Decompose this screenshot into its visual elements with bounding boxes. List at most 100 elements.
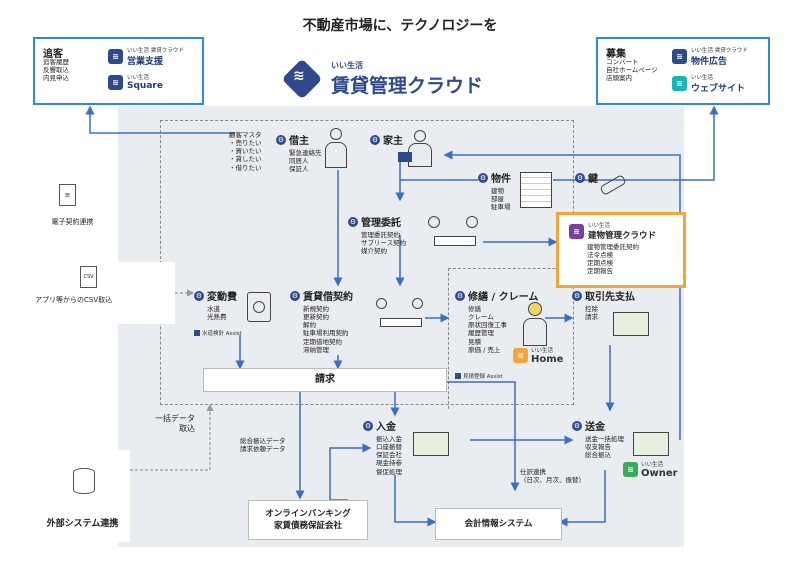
left-panel-heading: 追客: [43, 49, 63, 60]
journal-note: 仕訳連携 （日次、月次、振替）: [520, 468, 585, 485]
varfee-gear-icon: ⚙: [194, 290, 204, 301]
square-name: Square: [127, 81, 163, 91]
database-icon: [73, 468, 95, 494]
brand-sub: いい生活: [331, 61, 363, 70]
home-logo-icon: ≋: [513, 348, 528, 363]
square-logo-icon: ≋: [108, 74, 123, 90]
bukken-name: 物件広告: [691, 57, 728, 67]
money-icon-supplier: [613, 312, 649, 336]
square-sub: いい生活: [127, 75, 150, 81]
node-repair: ⚙修繕 / クレーム 修繕 クレーム 原状回復工事 履歴管理 見積 原価 / 売…: [455, 288, 538, 354]
bldg-sub: いい生活: [588, 223, 611, 229]
meeting-icon: [428, 212, 480, 252]
bldg-logo-icon: ≋: [569, 223, 584, 239]
owner-gear-icon: ⚙: [370, 134, 380, 145]
brand-icon-glyph: ≋: [293, 68, 305, 84]
right-panel: 募集 コンバート 自社ホームページ 店頭案内 ≋ いい生活 賃貸クラウド 物件広…: [596, 37, 770, 105]
bldg-cloud-box: ≋ いい生活 建物管理クラウド 建物管理委託契約 法令点検 定期点検 定期報告: [556, 212, 686, 288]
service-bukken: ≋ いい生活 賃貸クラウド 物件広告: [672, 46, 748, 67]
bldg-items: 建物管理委託契約 法令点検 定期点検 定期報告: [587, 243, 639, 276]
website-sub: いい生活: [691, 75, 714, 81]
supplier-label: 取引先支払: [585, 292, 635, 303]
home-sub: いい生活: [531, 348, 554, 354]
meter-icon: [247, 292, 271, 322]
service-eigyo: ≋ いい生活 賃貸クラウド 営業支援: [108, 46, 184, 67]
node-owner: ⚙家主: [370, 132, 403, 147]
accounting-label: 会計情報システム: [464, 519, 533, 529]
arrow-to-tsuikyaku: [85, 105, 235, 134]
repair-label: 修繕 / クレーム: [468, 292, 539, 303]
econtract-label: 電子契約連携: [51, 218, 94, 226]
building-icon: [520, 172, 552, 208]
right-panel-heading: 募集: [606, 49, 626, 60]
varfee-label: 変動費: [207, 292, 237, 303]
owner-app-logo-icon: ≋: [623, 462, 638, 477]
node-supplier: ⚙取引先支払 控除 請求: [572, 288, 635, 321]
remit-gear-icon: ⚙: [572, 420, 582, 431]
mgmt-items: 管理委託契約 サブリース契約 媒介契約: [361, 231, 407, 256]
arrow-bill-accounting: [445, 381, 520, 492]
page-title: 不動産市場に、テクノロジーを: [302, 18, 498, 34]
csv-file-icon: CSV: [80, 266, 97, 288]
node-remit: ⚙送金 送金一括処理 収支報告 総合振込: [572, 418, 624, 459]
node-deposit: ⚙入金 振込入金 口座振替 保証会社 現金持参 督促処理: [363, 418, 402, 476]
left-panel: 追客 追客履歴 反響取込 内見申込 ≋ いい生活 賃貸クラウド 営業支援 ≋ い…: [33, 37, 204, 105]
brand-logo: ≋ いい生活 賃貸管理クラウド: [281, 56, 515, 102]
eigyo-sub: いい生活 賃貸クラウド: [127, 48, 184, 54]
supplier-gear-icon: ⚙: [572, 290, 582, 301]
key-gear-icon: ⚙: [575, 172, 585, 183]
econtract-box: ≡ 電子契約連携: [35, 178, 110, 238]
document-icon: ≡: [59, 184, 76, 206]
banking-label: オンラインバンキング 家賃債務保証会社: [265, 509, 351, 531]
csv-box: CSV アプリ等からのCSV取込: [35, 262, 175, 324]
repair-items: 修繕 クレーム 原状回復工事 履歴管理 見積 原価 / 売上: [468, 305, 507, 354]
accounting-box: 会計情報システム: [435, 508, 562, 540]
billing-label: 請求: [315, 374, 335, 385]
owner-app-label: Owner: [641, 468, 678, 479]
money-icon-remit: [633, 432, 669, 456]
website-logo-icon: ≋: [672, 76, 687, 91]
arrow-deposit-accounting: [394, 475, 437, 527]
external-box: 外部システム連携: [35, 450, 130, 542]
supplier-items: 控除 請求: [585, 305, 598, 322]
repair-gear-icon: ⚙: [455, 290, 465, 301]
remit-items: 送金一括処理 収支報告 総合振込: [585, 435, 624, 460]
money-icon-deposit: [413, 432, 449, 456]
website-name: ウェブサイト: [691, 84, 746, 94]
tenant-items: 緊急連絡先 同居人 保証人: [289, 149, 322, 174]
lease-gear-icon: ⚙: [290, 290, 300, 301]
tenant-label: 借主: [289, 136, 309, 147]
key-label: 鍵: [588, 174, 598, 185]
lease-items: 新規契約 更新契約 解約 駐車場利用契約 定期借地契約 滞納管理: [303, 305, 349, 354]
deposit-gear-icon: ⚙: [363, 420, 373, 431]
worker-icon: [522, 302, 548, 346]
property-gear-icon: ⚙: [478, 172, 488, 183]
billing-bar: 請求: [203, 368, 447, 392]
arrow-to-boshu: [553, 105, 719, 181]
owner-app: ≋ いい生活 Owner: [623, 460, 678, 479]
brand-name: 賃貸管理クラウド: [331, 75, 484, 97]
service-website: ≋ いい生活 ウェブサイト: [672, 73, 745, 94]
banking-box: オンラインバンキング 家賃債務保証会社: [248, 500, 368, 540]
owner-label: 家主: [383, 136, 403, 147]
node-mgmt: ⚙管理委託 管理委託契約 サブリース契約 媒介契約: [348, 214, 406, 255]
right-panel-items: コンバート 自社ホームページ 店頭案内: [606, 58, 658, 83]
owner-app-sub: いい生活: [641, 462, 664, 468]
deposit-label: 入金: [376, 422, 396, 433]
repair-assist: 見積登録 Assist: [455, 372, 503, 380]
left-panel-items: 追客履歴 反響取込 内見申込: [43, 58, 69, 83]
node-lease: ⚙賃貸借契約 新規契約 更新契約 解約 駐車場利用契約 定期借地契約 滞納管理: [290, 288, 353, 354]
varfee-assist: 水道検針 Assist: [194, 329, 242, 337]
csv-label: アプリ等からのCSV取込: [35, 296, 113, 304]
external-label: 外部システム連携: [46, 519, 119, 529]
person-laptop-icon: [398, 130, 438, 170]
node-property: ⚙物件 建物 部屋 駐車場: [478, 170, 511, 211]
home-label: Home: [531, 354, 564, 365]
mgmt-label: 管理委託: [361, 218, 401, 229]
property-items: 建物 部屋 駐車場: [491, 187, 511, 212]
node-tenant: ⚙借主 緊急連絡先 同居人 保証人: [276, 132, 322, 173]
arrow-external-bulk: [130, 403, 214, 471]
bukken-logo-icon: ≋: [672, 49, 687, 64]
bulk-import-label: 一括データ 取込: [155, 414, 195, 433]
